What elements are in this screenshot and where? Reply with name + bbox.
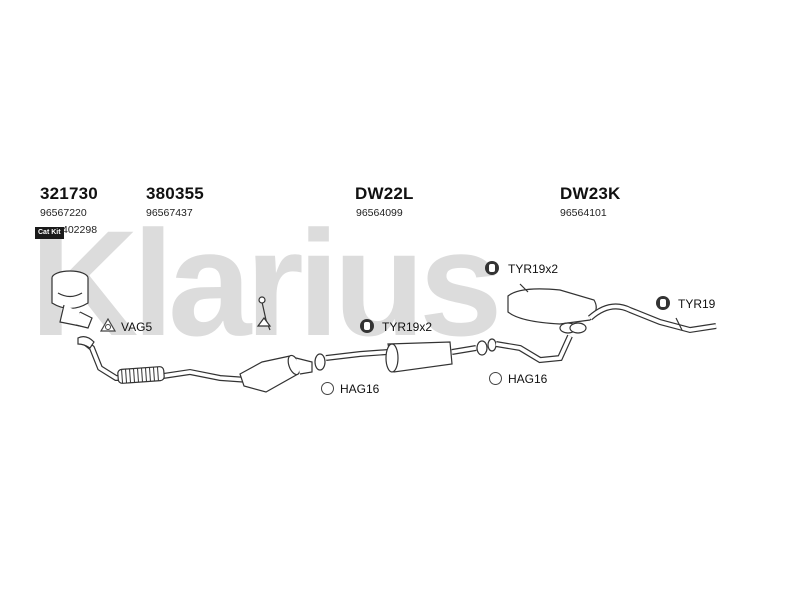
fitting-label-vag5: VAG5 <box>121 320 153 334</box>
watermark-text: Klarius <box>30 199 497 367</box>
fitting-label-tyr19x2-mid: TYR19x2 <box>382 320 433 334</box>
part-code-DW23K: DW23K <box>560 184 621 203</box>
oem-number-96564101: 96564101 <box>560 207 607 219</box>
oem-number-96567220: 96567220 <box>40 207 87 219</box>
hanger-icon <box>360 319 374 333</box>
rear-section-DW23K <box>487 283 717 364</box>
part-code-DW22L: DW22L <box>355 184 414 203</box>
fitting-label-tyr19: TYR19 <box>678 297 716 311</box>
hanger-icon <box>485 261 499 275</box>
middle-pipe-DW22L <box>314 340 488 373</box>
gasket-icon <box>100 318 116 332</box>
catalyst-321730 <box>51 270 93 329</box>
fitting-label-tyr19x2-rear: TYR19x2 <box>508 262 559 276</box>
front-pipe-380355 <box>77 296 313 393</box>
cat-kit-badge: Cat Kit <box>35 227 64 239</box>
ring-icon <box>321 382 334 395</box>
fitting-label-hag16-left: HAG16 <box>340 382 380 396</box>
part-code-321730: 321730 <box>40 184 98 203</box>
oem-number-96564099: 96564099 <box>356 207 403 219</box>
hanger-icon <box>656 296 670 310</box>
fitting-label-hag16-right: HAG16 <box>508 372 548 386</box>
cat-kit-number: 402298 <box>62 224 98 236</box>
ring-icon <box>489 372 502 385</box>
part-code-380355: 380355 <box>146 184 204 203</box>
oem-number-96567437: 96567437 <box>146 207 193 219</box>
